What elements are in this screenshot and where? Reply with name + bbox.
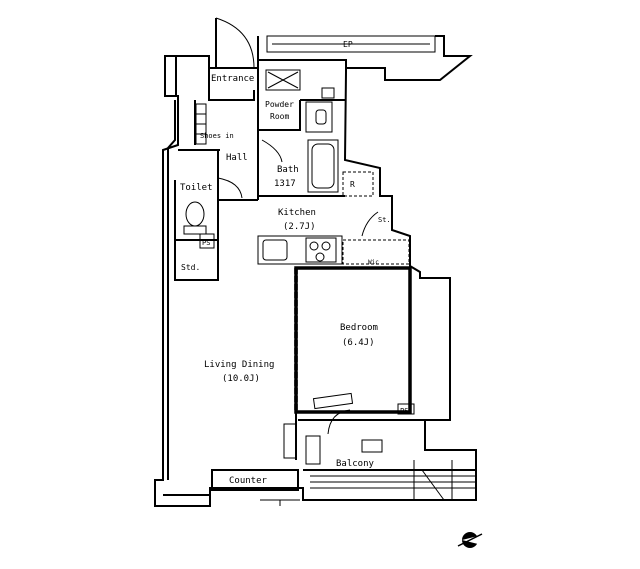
- toilet-door-swing: [217, 177, 243, 199]
- ps-box-2: [397, 403, 415, 415]
- label-kitchen: Kitchen: [278, 208, 316, 218]
- label-bath: Bath: [277, 165, 299, 175]
- label-bath-size: 1317: [274, 179, 296, 189]
- counter-box: [211, 469, 299, 491]
- label-living-dining-size: (10.0J): [222, 374, 260, 384]
- label-st: St.: [378, 216, 391, 224]
- bedroom-walls: [294, 266, 412, 414]
- label-kitchen-size: (2.7J): [283, 222, 316, 232]
- entrance-shelf: [265, 69, 301, 91]
- bathtub: [307, 139, 339, 193]
- label-toilet: Toilet: [180, 183, 213, 193]
- label-r: R: [350, 180, 355, 189]
- label-powder-room-1: Powder: [265, 100, 294, 109]
- label-shoes-in: Shoes in: [200, 132, 234, 140]
- label-storage: Std.: [181, 263, 200, 272]
- st-door-swing: [361, 211, 379, 237]
- balcony-area: [283, 409, 425, 465]
- bath-door-swing: [261, 139, 283, 163]
- label-entrance: Entrance: [211, 74, 254, 84]
- label-ps-1: PS: [202, 239, 210, 247]
- label-bedroom-size: (6.4J): [342, 338, 375, 348]
- wic-closet: [342, 239, 410, 265]
- compass-icon: [457, 532, 483, 548]
- bedroom-closet: [312, 392, 354, 410]
- r-box: [342, 171, 374, 197]
- bottom-exterior: [260, 460, 476, 506]
- label-balcony: Balcony: [336, 459, 375, 469]
- toilet-fixture: [183, 201, 207, 235]
- label-bedroom: Bedroom: [340, 323, 378, 333]
- label-hall: Hall: [226, 153, 248, 163]
- label-ps-2: PS: [400, 407, 408, 415]
- ps-box-1: [199, 233, 215, 249]
- label-counter: Counter: [229, 476, 268, 486]
- label-wic: Wic: [368, 259, 379, 266]
- kitchen-counter: [257, 235, 343, 265]
- entrance-door: [215, 17, 255, 69]
- label-powder-room-2: Room: [270, 112, 289, 121]
- label-ep: EP: [343, 40, 353, 49]
- shoe-cabinet: [195, 103, 207, 145]
- outer-walls: [154, 55, 477, 507]
- top-exterior: [257, 35, 473, 81]
- washbasin: [305, 87, 335, 133]
- label-living-dining: Living Dining: [204, 360, 274, 370]
- interior-walls: [174, 68, 345, 281]
